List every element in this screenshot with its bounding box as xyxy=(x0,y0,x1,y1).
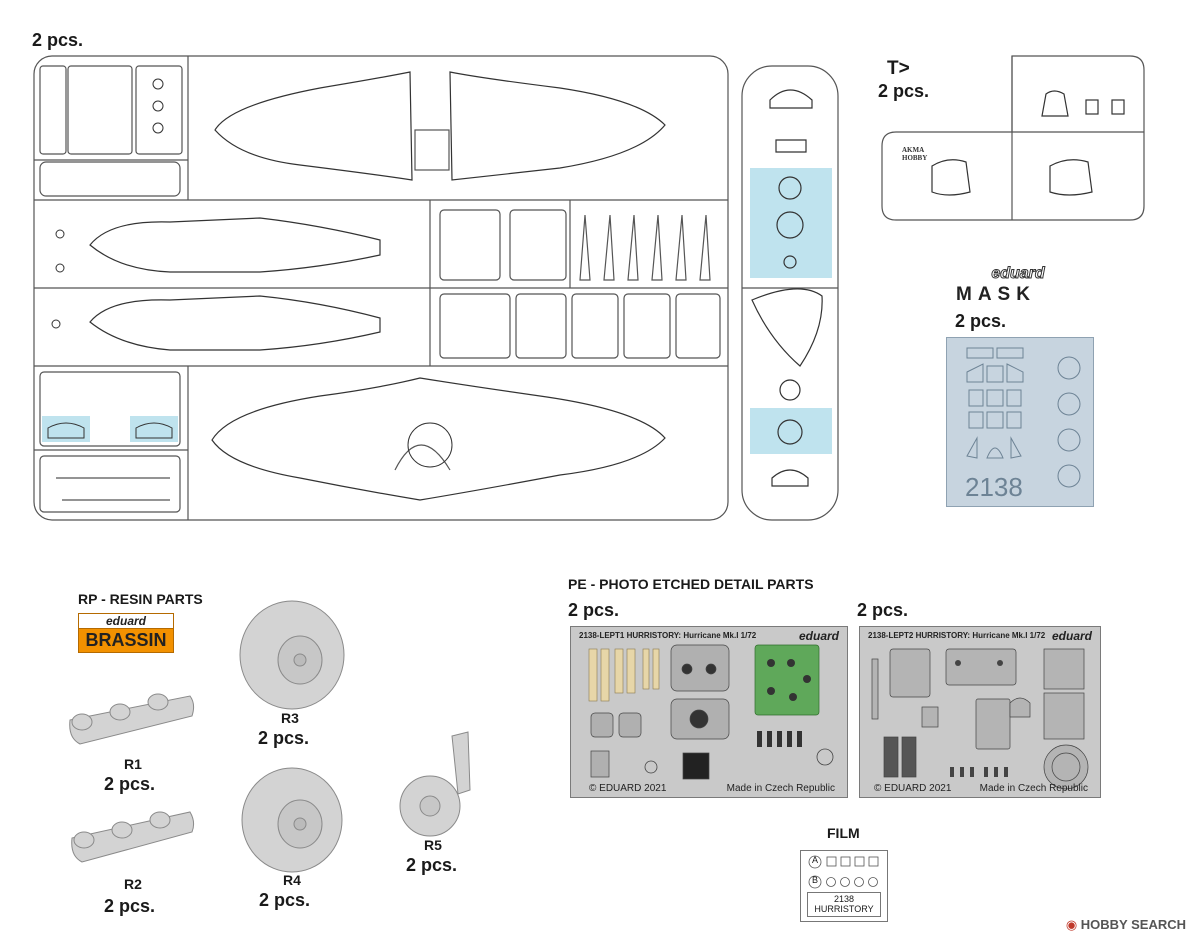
mask-code: 2138 xyxy=(965,472,1023,502)
pe-fret1-qty: 2 pcs. xyxy=(568,600,620,620)
resin-r1-label: R1 xyxy=(124,756,142,772)
sprue-main-qty: 2 pcs. xyxy=(32,30,84,50)
resin-r4-label: R4 xyxy=(283,872,301,888)
pe-fret2-brand: eduard xyxy=(1051,629,1092,643)
sprue-t-qty: 2 pcs. xyxy=(878,81,930,101)
watermark-logo-icon: ◉ xyxy=(1065,917,1078,932)
pe-heading: PE - PHOTO ETCHED DETAIL PARTS xyxy=(568,576,814,592)
resin-heading: RP - RESIN PARTS xyxy=(78,591,203,607)
pe-fret1-parts xyxy=(588,644,834,780)
pe-fret2-made: Made in Czech Republic xyxy=(979,783,1088,794)
svg-text:AKMA: AKMA xyxy=(902,146,924,154)
film-row-a: A xyxy=(811,855,818,865)
brassin-logo: eduard BRASSIN xyxy=(78,613,174,653)
watermark: ◉ HOBBY SEARCH xyxy=(1066,917,1186,933)
pe-fret-1: 2138-LEPT1 HURRISTORY: Hurricane Mk.I 1/… xyxy=(570,626,848,798)
pe-fret2-parts xyxy=(871,648,1089,790)
mask-shapes xyxy=(966,347,1081,488)
sprue-t-label: T> xyxy=(887,58,910,79)
film-heading: FILM xyxy=(827,825,860,841)
mask-brand-logo: eduard xyxy=(968,265,1068,282)
pe-fret2-copyright: © EDUARD 2021 xyxy=(874,783,952,794)
pe-fret1-copyright: © EDUARD 2021 xyxy=(589,783,667,794)
resin-r3-label: R3 xyxy=(281,710,299,726)
pe-fret2-qty: 2 pcs. xyxy=(857,600,909,620)
resin-r5-qty: 2 pcs. xyxy=(406,855,458,875)
resin-r1-qty: 2 pcs. xyxy=(104,774,156,794)
film-shapes xyxy=(808,855,879,889)
film-code-box: 2138 HURRISTORY xyxy=(807,892,881,917)
film-sheet: A B 2138 HURRISTORY xyxy=(800,850,888,922)
film-row-b: B xyxy=(811,875,818,885)
pe-fret-2: 2138-LEPT2 HURRISTORY: Hurricane Mk.I 1/… xyxy=(859,626,1101,798)
pe-fret1-title: 2138-LEPT1 HURRISTORY: Hurricane Mk.I 1/… xyxy=(579,631,757,640)
pe-fret1-brand: eduard xyxy=(798,629,839,643)
mask-brand: eduard xyxy=(991,265,1045,282)
mask-sheet: 2138 xyxy=(946,337,1094,507)
resin-r2-qty: 2 pcs. xyxy=(104,896,156,916)
resin-r2-label: R2 xyxy=(124,876,142,892)
svg-text:HOBBY: HOBBY xyxy=(902,154,927,162)
mask-word: MASK xyxy=(956,284,1036,305)
brassin-logo-bottom: BRASSIN xyxy=(85,630,167,650)
pe-fret1-made: Made in Czech Republic xyxy=(726,783,835,794)
film-name: HURRISTORY xyxy=(814,904,874,914)
pe-fret2-title: 2138-LEPT2 HURRISTORY: Hurricane Mk.I 1/… xyxy=(868,631,1046,640)
resin-r4-qty: 2 pcs. xyxy=(259,890,311,910)
resin-r3-qty: 2 pcs. xyxy=(258,728,310,748)
film-code: 2138 xyxy=(833,894,855,904)
watermark-text: HOBBY SEARCH xyxy=(1080,917,1186,932)
resin-r5-label: R5 xyxy=(424,837,442,853)
mask-qty: 2 pcs. xyxy=(955,311,1007,331)
brassin-logo-top: eduard xyxy=(79,614,173,629)
